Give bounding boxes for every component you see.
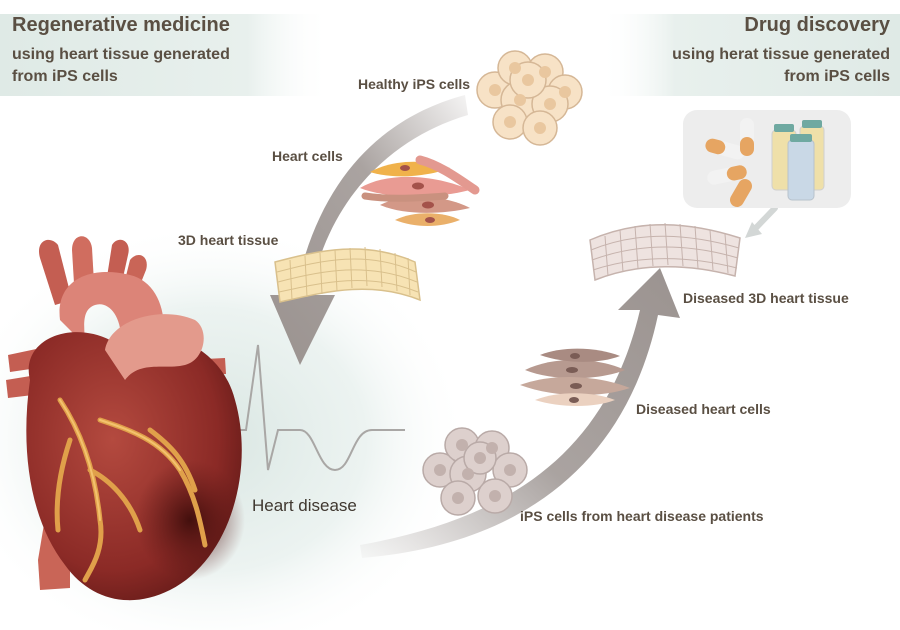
heart-cells-icon <box>360 155 480 226</box>
diseased-3d-tissue-icon <box>589 222 741 282</box>
right-panel-title: Drug discovery <box>744 14 890 36</box>
label-diseased-heart-cells: Diseased heart cells <box>636 401 771 417</box>
capsule-icon <box>705 118 754 207</box>
healthy-3d-tissue-icon <box>274 246 421 303</box>
vial-icon <box>771 120 825 201</box>
diseased-heart-cells-icon <box>520 348 630 406</box>
drug-box <box>683 110 851 208</box>
left-panel-subtitle-line2: from iPS cells <box>12 68 118 85</box>
left-header-panel <box>0 14 330 96</box>
patient-ips-cluster-icon <box>422 427 528 516</box>
left-panel-subtitle-line1: using heart tissue generated <box>12 46 230 63</box>
label-3d-heart-tissue: 3D heart tissue <box>178 232 279 248</box>
label-heart-cells: Heart cells <box>272 148 343 164</box>
label-heart-disease: Heart disease <box>252 496 357 515</box>
label-healthy-ips-cells: Healthy iPS cells <box>358 76 471 92</box>
label-ips-cells-from-patients: iPS cells from heart disease patients <box>520 508 764 524</box>
right-panel-subtitle-line1: using herat tissue generated <box>672 46 890 63</box>
left-panel-title: Regenerative medicine <box>12 14 230 36</box>
label-diseased-3d-heart-tissue: Diseased 3D heart tissue <box>683 290 849 306</box>
heart-icon <box>6 236 245 601</box>
upward-arrow <box>360 268 680 558</box>
right-panel-subtitle-line2: from iPS cells <box>784 68 890 85</box>
healthy-ips-cluster-icon <box>476 50 583 146</box>
ecg-trace-icon <box>215 344 405 472</box>
downward-arrow <box>270 95 468 365</box>
right-header-panel <box>600 14 900 96</box>
